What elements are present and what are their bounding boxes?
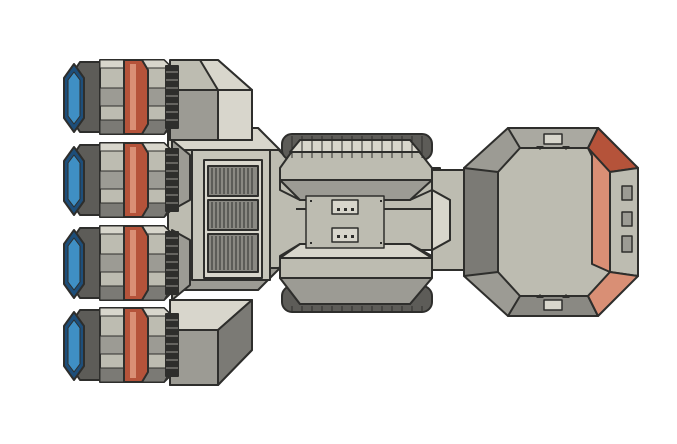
center-panel [305, 195, 385, 249]
lower-wing-block [169, 299, 253, 386]
cockpit-side-ports [621, 185, 633, 253]
pod-top [279, 133, 433, 201]
pod-bottom [279, 243, 433, 313]
engine-4 [63, 307, 179, 383]
engine-3 [63, 225, 179, 301]
engine-2 [63, 142, 179, 218]
connector-neck [431, 169, 471, 271]
cockpit-bottom-hatch [536, 294, 570, 311]
engine-bank [63, 59, 179, 383]
engine-1 [63, 59, 179, 135]
cockpit-module [463, 127, 639, 317]
cockpit-top-hatch [536, 133, 570, 150]
upper-wing-block [169, 59, 253, 141]
vent-grille [203, 159, 263, 279]
